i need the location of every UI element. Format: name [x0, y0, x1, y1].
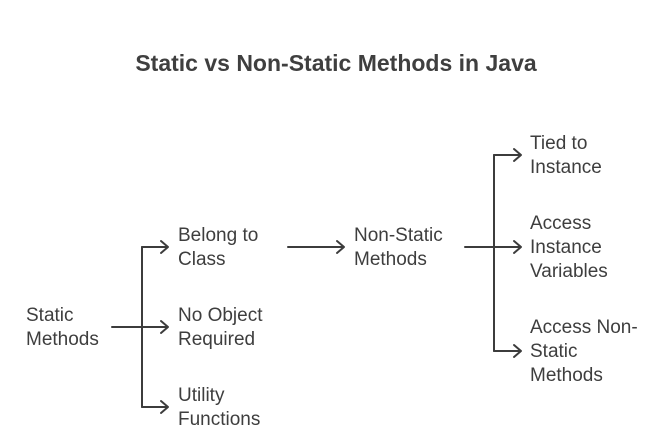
arrowhead-no-object-required [160, 320, 169, 334]
node-belong-to-class: Belong to Class [178, 225, 259, 270]
diagram-title: Static vs Non-Static Methods in Java [135, 50, 537, 76]
node-tied-to-instance: Tied to Instance [530, 133, 602, 178]
arrowhead-utility-functions [160, 400, 169, 414]
node-no-object-required: No Object Required [178, 305, 263, 350]
node-access-instance-variables: Access Instance Variables [530, 213, 608, 282]
arrowhead-access-instance-variables [513, 240, 522, 254]
arrowhead-non-static-methods [336, 240, 345, 254]
arrowhead-access-non-static-methods [513, 344, 522, 358]
arrowhead-tied-to-instance [513, 148, 522, 162]
node-access-non-static-methods: Access Non- Static Methods [530, 317, 638, 386]
node-static-methods: Static Methods [26, 305, 99, 350]
node-utility-functions: Utility Functions [178, 385, 261, 430]
arrowhead-belong-to-class [160, 240, 169, 254]
node-non-static-methods: Non-Static Methods [354, 225, 443, 270]
